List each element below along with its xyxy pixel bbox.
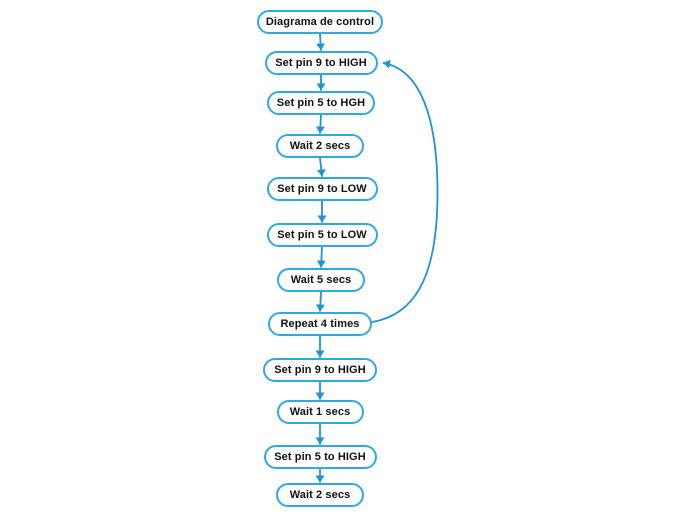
- flow-node-n3: Set pin 5 to HGH: [267, 91, 375, 115]
- flow-node-n10: Wait 1 secs: [276, 400, 364, 424]
- flow-node-n11: Set pin 5 to HIGH: [263, 445, 377, 469]
- flow-node-n8: Repeat 4 times: [268, 312, 372, 336]
- flow-node-n2: Set pin 9 to HIGH: [264, 51, 378, 75]
- loop-connector: [371, 59, 439, 323]
- flow-node-n5: Set pin 9 to LOW: [266, 177, 378, 201]
- flow-connector: [316, 33, 326, 51]
- flow-connector: [315, 291, 325, 312]
- flow-node-n4: Wait 2 secs: [276, 134, 364, 158]
- flow-connector: [316, 246, 326, 268]
- flow-connector: [315, 114, 325, 134]
- flow-node-n9: Set pin 9 to HIGH: [263, 358, 377, 382]
- flow-node-n7: Wait 5 secs: [277, 268, 365, 292]
- flow-node-n1: Diagrama de control: [257, 10, 383, 34]
- flow-node-n12: Wait 2 secs: [276, 483, 364, 507]
- flow-node-n6: Set pin 5 to LOW: [266, 223, 378, 247]
- flow-connector: [316, 157, 326, 177]
